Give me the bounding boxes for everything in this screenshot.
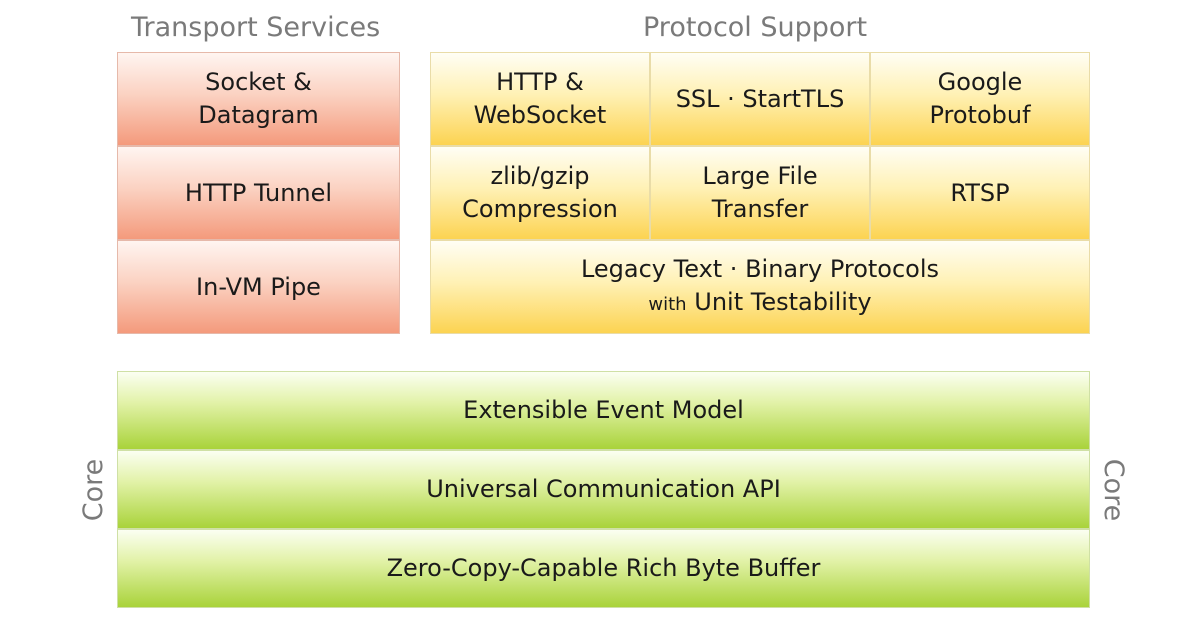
core-label-left: Core: [78, 458, 109, 522]
zlib-compression-box: zlib/gzip Compression: [430, 146, 650, 240]
rtsp-label: RTSP: [950, 178, 1010, 207]
rtsp-box: RTSP: [870, 146, 1090, 240]
http-tunnel-label: HTTP Tunnel: [184, 178, 333, 207]
unit-testability-label: Unit Testability: [694, 288, 872, 316]
legacy-protocols-line1: Legacy Text · Binary Protocols: [580, 255, 940, 283]
http-websocket-box: HTTP & WebSocket: [430, 52, 650, 146]
communication-api-layer: Universal Communication API: [117, 450, 1090, 529]
core-label-right: Core: [1098, 458, 1129, 522]
large-file-transfer-box: Large File Transfer: [650, 146, 870, 240]
socket-datagram-box: Socket & Datagram: [117, 52, 400, 146]
zlib-compression-line1: zlib/gzip: [490, 162, 590, 190]
http-websocket-line1: HTTP &: [496, 68, 584, 96]
large-file-transfer-line1: Large File: [702, 162, 818, 190]
ssl-starttls-box: SSL · StartTLS: [650, 52, 870, 146]
event-model-label: Extensible Event Model: [463, 396, 744, 424]
transport-services-heading: Transport Services: [131, 12, 381, 43]
in-vm-pipe-box: In-VM Pipe: [117, 240, 400, 334]
zlib-compression-line2: Compression: [462, 195, 618, 223]
byte-buffer-label: Zero-Copy-Capable Rich Byte Buffer: [386, 554, 821, 582]
socket-datagram-line2: Datagram: [198, 101, 319, 129]
communication-api-label: Universal Communication API: [426, 475, 781, 503]
google-protobuf-line1: Google: [937, 68, 1023, 96]
google-protobuf-line2: Protobuf: [929, 101, 1031, 129]
in-vm-pipe-label: In-VM Pipe: [196, 272, 321, 301]
legacy-protocols-box: Legacy Text · Binary Protocols with Unit…: [430, 240, 1090, 334]
event-model-layer: Extensible Event Model: [117, 371, 1090, 450]
legacy-protocols-line2: with Unit Testability: [581, 286, 939, 321]
google-protobuf-box: Google Protobuf: [870, 52, 1090, 146]
legacy-with-word: with: [648, 294, 687, 315]
http-tunnel-box: HTTP Tunnel: [117, 146, 400, 240]
protocol-support-heading: Protocol Support: [643, 12, 868, 43]
byte-buffer-layer: Zero-Copy-Capable Rich Byte Buffer: [117, 529, 1090, 608]
ssl-starttls-label: SSL · StartTLS: [675, 84, 845, 113]
http-websocket-line2: WebSocket: [473, 101, 607, 129]
socket-datagram-line1: Socket &: [205, 68, 312, 96]
large-file-transfer-line2: Transfer: [711, 195, 809, 223]
